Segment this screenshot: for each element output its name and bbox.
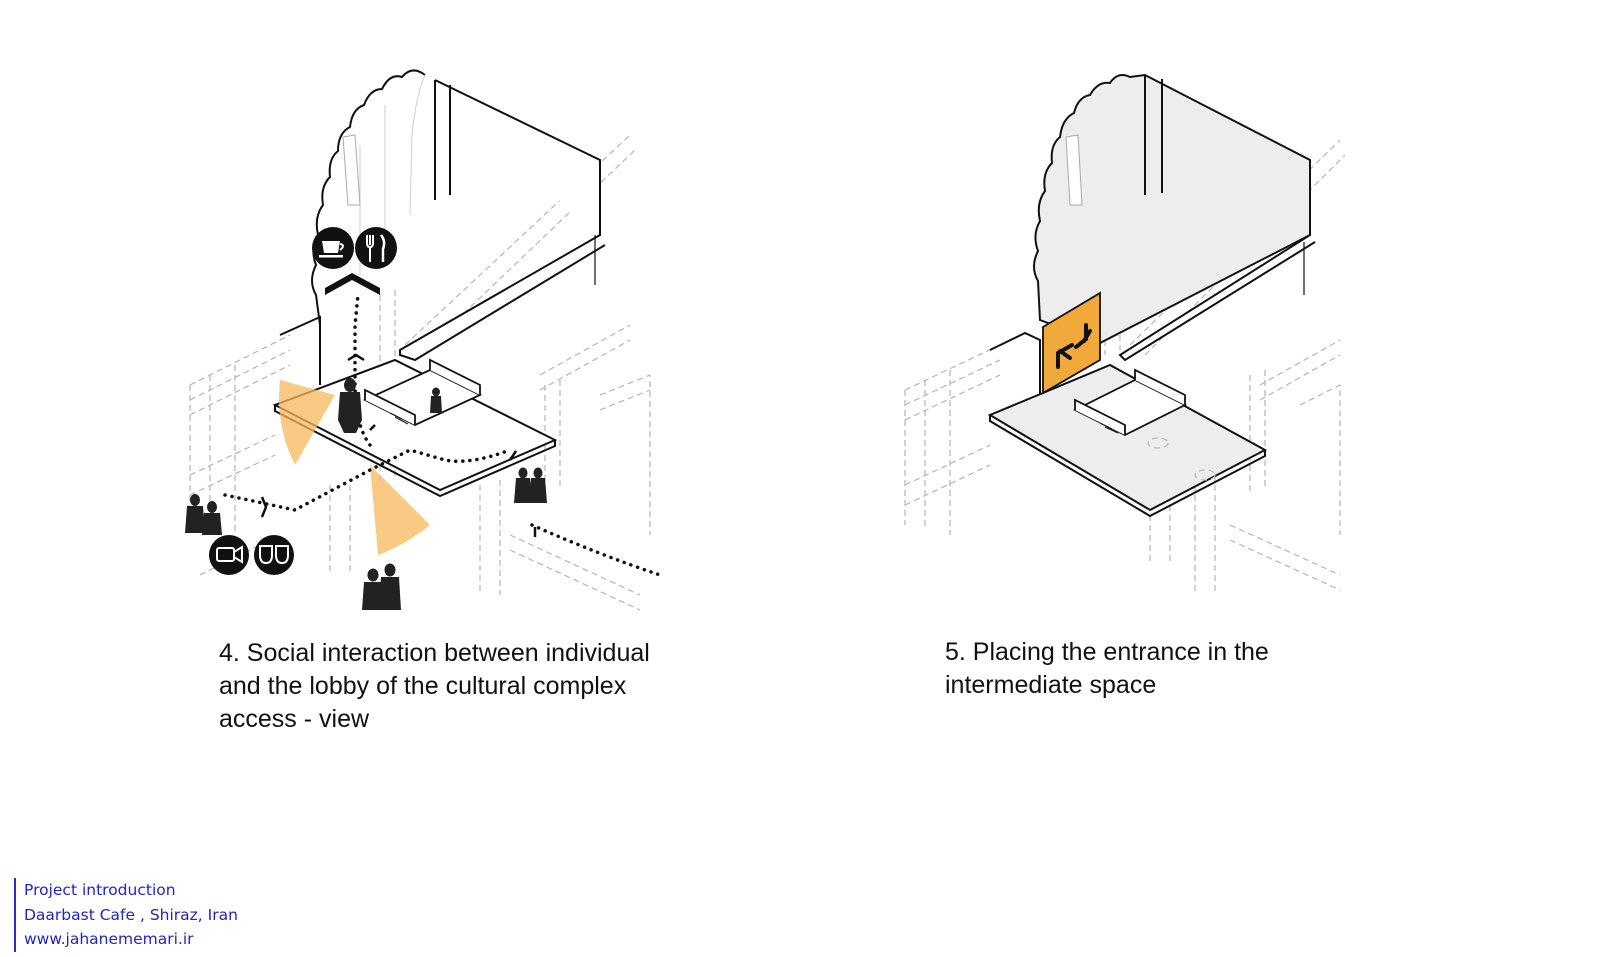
project-footer: Project introduction Daarbast Cafe , Shi…	[14, 878, 238, 952]
direction-chevron	[325, 273, 380, 295]
upper-hall	[1033, 73, 1316, 362]
column-top	[1065, 134, 1083, 206]
footer-project-intro: Project introduction	[24, 881, 176, 899]
coffee-cup-icon	[312, 227, 354, 269]
stair-opening	[1072, 368, 1188, 437]
view-cone-bottom	[370, 465, 430, 555]
upper-hall	[399, 79, 606, 362]
fork-knife-icon	[355, 227, 397, 269]
diagram-5-drawing	[904, 73, 1346, 595]
context-dashed-structure	[189, 134, 651, 611]
path-markers	[260, 353, 537, 537]
lobby-floor	[987, 331, 1268, 518]
axonometric-diagram-entrance	[900, 55, 1360, 615]
video-camera-icon	[209, 535, 249, 575]
people-silhouettes	[185, 378, 547, 610]
columns-below	[1147, 437, 1216, 481]
stair-opening	[362, 358, 483, 426]
footer-project-location: Daarbast Cafe , Shiraz, Iran	[24, 905, 238, 924]
theater-masks-icon	[254, 535, 294, 575]
footer-website-link[interactable]: www.jahanememari.ir	[24, 930, 194, 948]
column-top	[342, 134, 361, 206]
view-cone-left	[279, 380, 335, 465]
axonometric-diagram-social-interaction	[180, 55, 680, 625]
caption-diagram-5: 5. Placing the entrance in the intermedi…	[945, 638, 1269, 699]
diagram-4-drawing	[185, 69, 662, 611]
entrance-arrows-icon	[1056, 323, 1092, 369]
caption-diagram-4: 4. Social interaction between individual…	[219, 639, 650, 733]
